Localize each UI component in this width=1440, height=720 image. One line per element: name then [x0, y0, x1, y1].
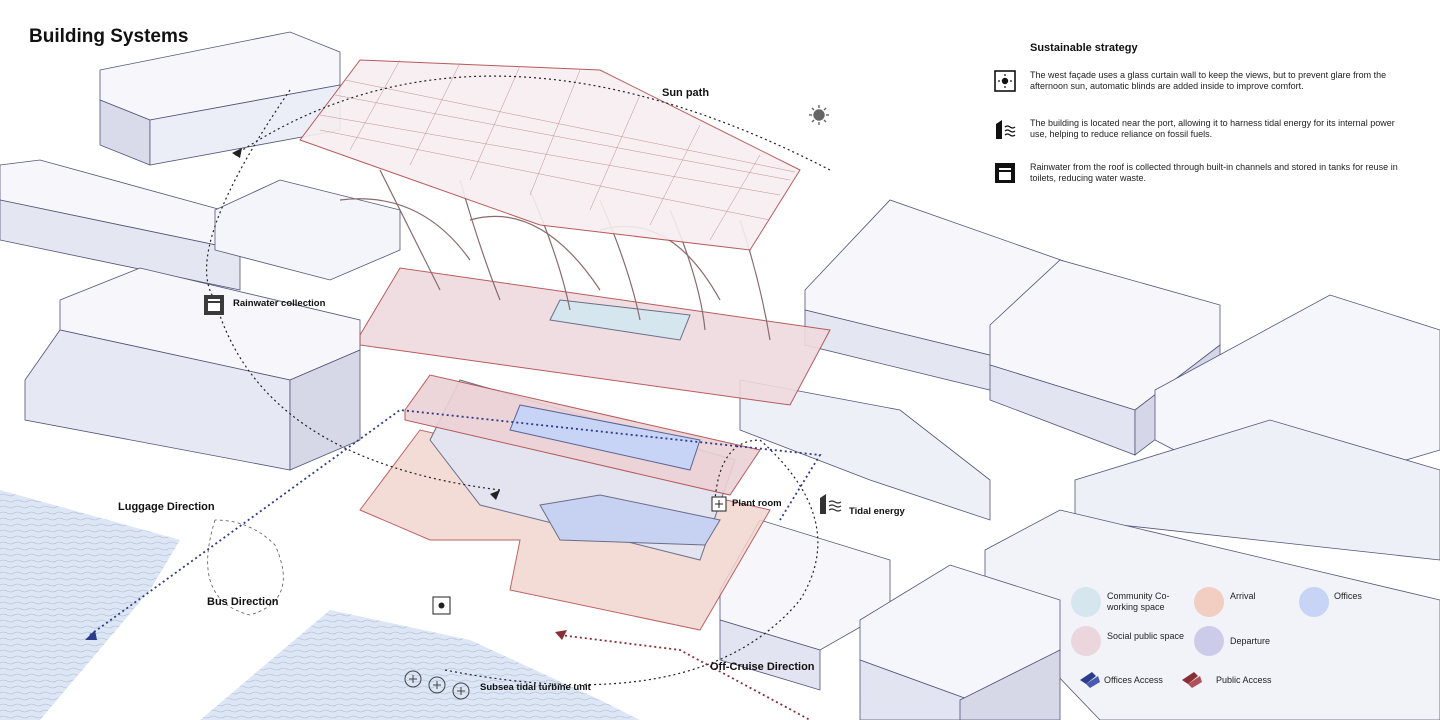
luggage-direction-label: Luggage Direction	[118, 501, 215, 513]
tidal-energy-icon	[996, 120, 1016, 139]
strategy-text-solar: The west façade uses a glass curtain wal…	[1030, 70, 1387, 91]
legend-swatch-arrival	[1194, 587, 1224, 617]
tidal-arc	[444, 439, 819, 686]
legend-label-social: Social public space	[1107, 631, 1185, 641]
sun-icon	[809, 105, 829, 125]
legend-label-offices: Offices	[1334, 591, 1362, 601]
access-arrows	[85, 148, 567, 640]
strategy-text-rainwater: Rainwater from the roof is collected thr…	[1030, 162, 1398, 183]
tidal-energy-icon	[820, 494, 842, 514]
public-access-route	[559, 634, 811, 720]
legend-swatch-social	[1071, 626, 1101, 656]
rainwater-collection-label: Rainwater collection	[233, 298, 326, 309]
strategy-item-solar: The west façade uses a glass curtain wal…	[994, 70, 1414, 110]
strategy-text-tidal: The building is located near the port, a…	[1030, 118, 1395, 139]
legend-public-access-icon	[1182, 672, 1202, 688]
subsea-tidal-turbine-label: Subsea tidal turbine unit	[480, 682, 591, 693]
legend-swatch-community	[1071, 587, 1101, 617]
solar-blind-icon	[994, 70, 1016, 92]
tidal-energy-label: Tidal energy	[849, 506, 905, 517]
legend-swatch-offices	[1299, 587, 1329, 617]
legend-offices-access-icon	[1080, 672, 1100, 688]
legend-label-offices-access: Offices Access	[1104, 675, 1163, 685]
legend-swatch-departure	[1194, 626, 1224, 656]
strategy-item-tidal: The building is located near the port, a…	[994, 118, 1414, 158]
strategy-heading: Sustainable strategy	[1030, 42, 1138, 54]
sun-path-label: Sun path	[662, 87, 710, 99]
rainwater-arc	[205, 89, 501, 491]
rainwater-tank-icon	[204, 295, 224, 315]
legend-label-arrival: Arrival	[1230, 591, 1256, 601]
legend-label-public-access: Public Access	[1216, 675, 1272, 685]
off-cruise-direction-label: Off-Cruise Direction	[710, 661, 815, 673]
harbour-water	[0, 490, 640, 720]
station-building	[299, 59, 831, 631]
page-title: Building Systems	[29, 26, 189, 47]
solar-blind-icon	[432, 596, 451, 615]
legend-label-departure: Departure	[1230, 636, 1271, 646]
rainwater-tank-icon	[995, 163, 1015, 183]
sun-path-arc	[234, 75, 831, 171]
plant-room-label: Plant room	[732, 498, 782, 509]
plant-room-icon	[711, 496, 727, 512]
context-buildings	[0, 31, 1440, 720]
strategy-item-rainwater: Rainwater from the roof is collected thr…	[994, 162, 1414, 202]
legend-label-community: Community Co-working space	[1107, 591, 1170, 612]
offices-access-route	[89, 409, 822, 636]
subsea-turbine-icons	[404, 670, 470, 700]
bus-direction-label: Bus Direction	[207, 596, 279, 608]
